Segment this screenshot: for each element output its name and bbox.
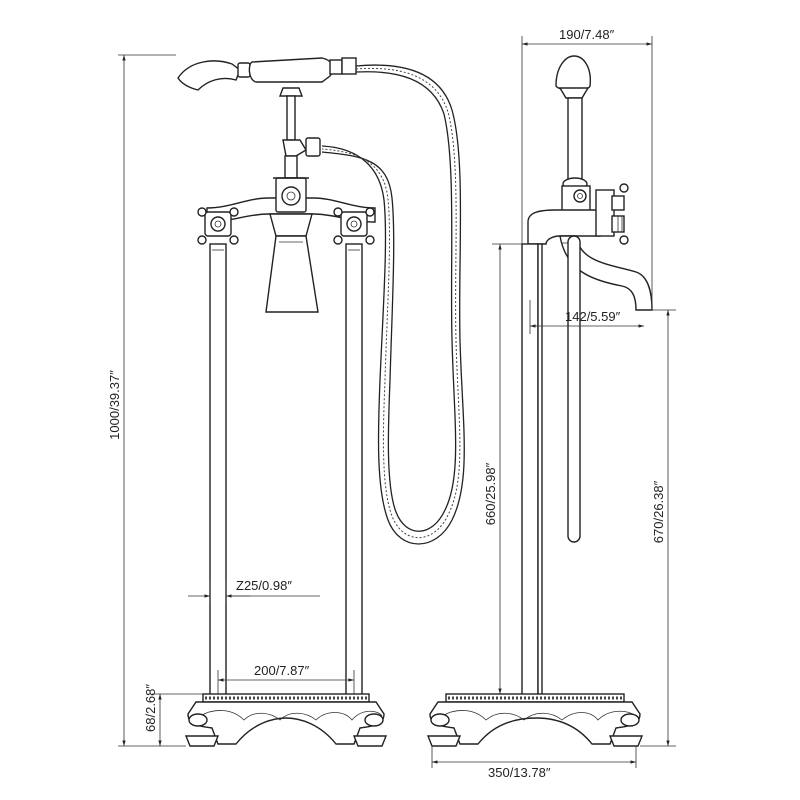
side-hose-rod: [567, 235, 581, 543]
cradle-icon: [278, 87, 321, 157]
hot-handle-icon: [197, 207, 239, 245]
spout-reach-label: 142/5.59″: [565, 309, 621, 324]
pipe-spacing-label: 200/7.87″: [254, 663, 310, 678]
left-supply-pipe: [209, 243, 227, 697]
cold-handle-icon: [333, 207, 375, 245]
base-height-label: 68/2.68″: [143, 684, 158, 732]
pipe-diameter-label: Ζ25/0.98″: [236, 578, 292, 593]
dimension-lines: [118, 36, 676, 768]
side-floor-base-icon: [426, 693, 644, 747]
depth-top-label: 190/7.48″: [559, 27, 615, 42]
hose-outer-icon: [321, 64, 465, 545]
spout-height-label: 670/26.38″: [651, 480, 666, 543]
total-height-label: 1000/39.37″: [107, 370, 122, 440]
front-floor-base-icon: [184, 693, 388, 747]
base-width-label: 350/13.78″: [488, 765, 551, 780]
side-handshower-icon: [555, 55, 591, 191]
side-view: [426, 55, 653, 747]
front-view: [177, 57, 465, 747]
side-spout-icon: [527, 185, 653, 311]
handshower-icon: [177, 57, 357, 91]
right-supply-pipe: [345, 243, 363, 697]
side-handle-icon: [595, 183, 629, 245]
left-pipe-height-label: 660/25.98″: [483, 462, 498, 525]
mixer-body-icon: [206, 177, 376, 313]
